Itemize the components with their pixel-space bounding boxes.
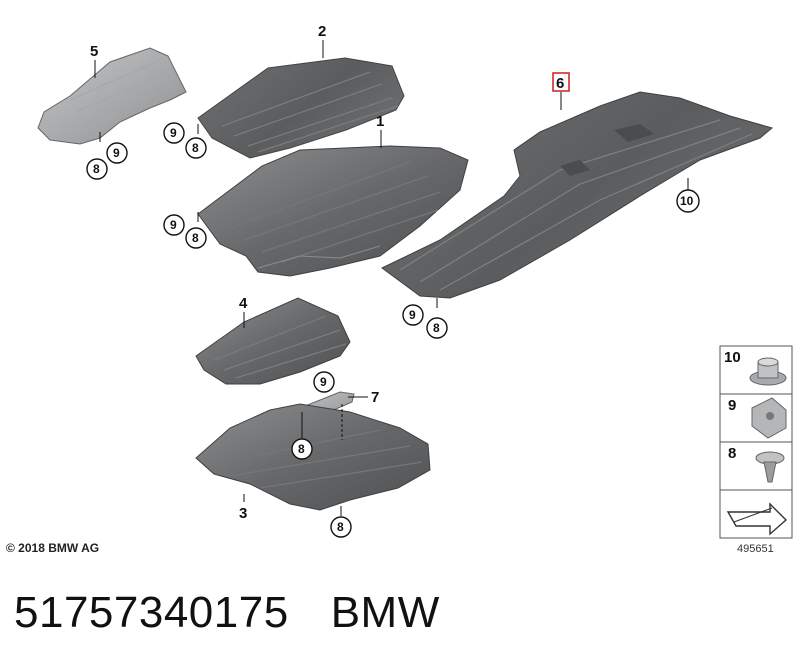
part-number-line: 51757340175 BMW	[14, 588, 440, 638]
svg-text:9: 9	[113, 146, 120, 160]
fastener-callouts: 9 8 9 8 9 8 9 8 10 9 8 8	[86, 122, 700, 538]
legend-num-9: 9	[728, 397, 736, 414]
screw-icon	[755, 451, 785, 483]
svg-text:4: 4	[239, 295, 248, 312]
fastener-legend: 10 9 8	[719, 345, 793, 539]
svg-text:10: 10	[680, 194, 694, 208]
direction-arrow-icon	[726, 502, 788, 536]
svg-text:9: 9	[170, 126, 177, 140]
svg-text:8: 8	[298, 442, 305, 456]
clip-nut-icon	[751, 397, 787, 439]
callout-1: 1	[376, 113, 384, 148]
svg-text:1: 1	[376, 113, 384, 130]
svg-text:2: 2	[318, 23, 326, 40]
part-4-underbody-panel	[195, 297, 351, 385]
brand-name: BMW	[330, 588, 440, 637]
svg-text:7: 7	[371, 389, 379, 406]
part-1-underbody-panel	[197, 145, 469, 277]
callout-6: 6	[552, 72, 570, 110]
copyright-text: © 2018 BMW AG	[6, 541, 100, 555]
svg-text:8: 8	[93, 162, 100, 176]
svg-text:8: 8	[433, 321, 440, 335]
highlight-box	[552, 72, 570, 92]
svg-text:6: 6	[556, 75, 564, 92]
callout-4: 4	[239, 295, 248, 328]
svg-text:8: 8	[337, 520, 344, 534]
legend-num-8: 8	[728, 445, 736, 462]
diagram-id: 495651	[737, 543, 774, 555]
part-2-underbody-panel	[197, 57, 405, 159]
svg-text:8: 8	[192, 231, 199, 245]
svg-text:9: 9	[170, 218, 177, 232]
part-6-side-panel	[381, 91, 774, 299]
svg-text:8: 8	[192, 141, 199, 155]
svg-text:5: 5	[90, 43, 98, 60]
part-5-heat-shield	[37, 47, 187, 145]
part-number: 51757340175	[14, 588, 289, 637]
callout-3: 3	[239, 494, 247, 522]
callout-7: 7	[348, 389, 379, 406]
svg-text:9: 9	[320, 375, 327, 389]
callout-2: 2	[318, 23, 326, 58]
svg-text:9: 9	[409, 308, 416, 322]
svg-text:3: 3	[239, 505, 247, 522]
callout-5: 5	[90, 43, 98, 78]
part-3-underbody-panel	[195, 403, 431, 511]
legend-num-10: 10	[724, 349, 741, 366]
nut-icon	[749, 357, 787, 386]
